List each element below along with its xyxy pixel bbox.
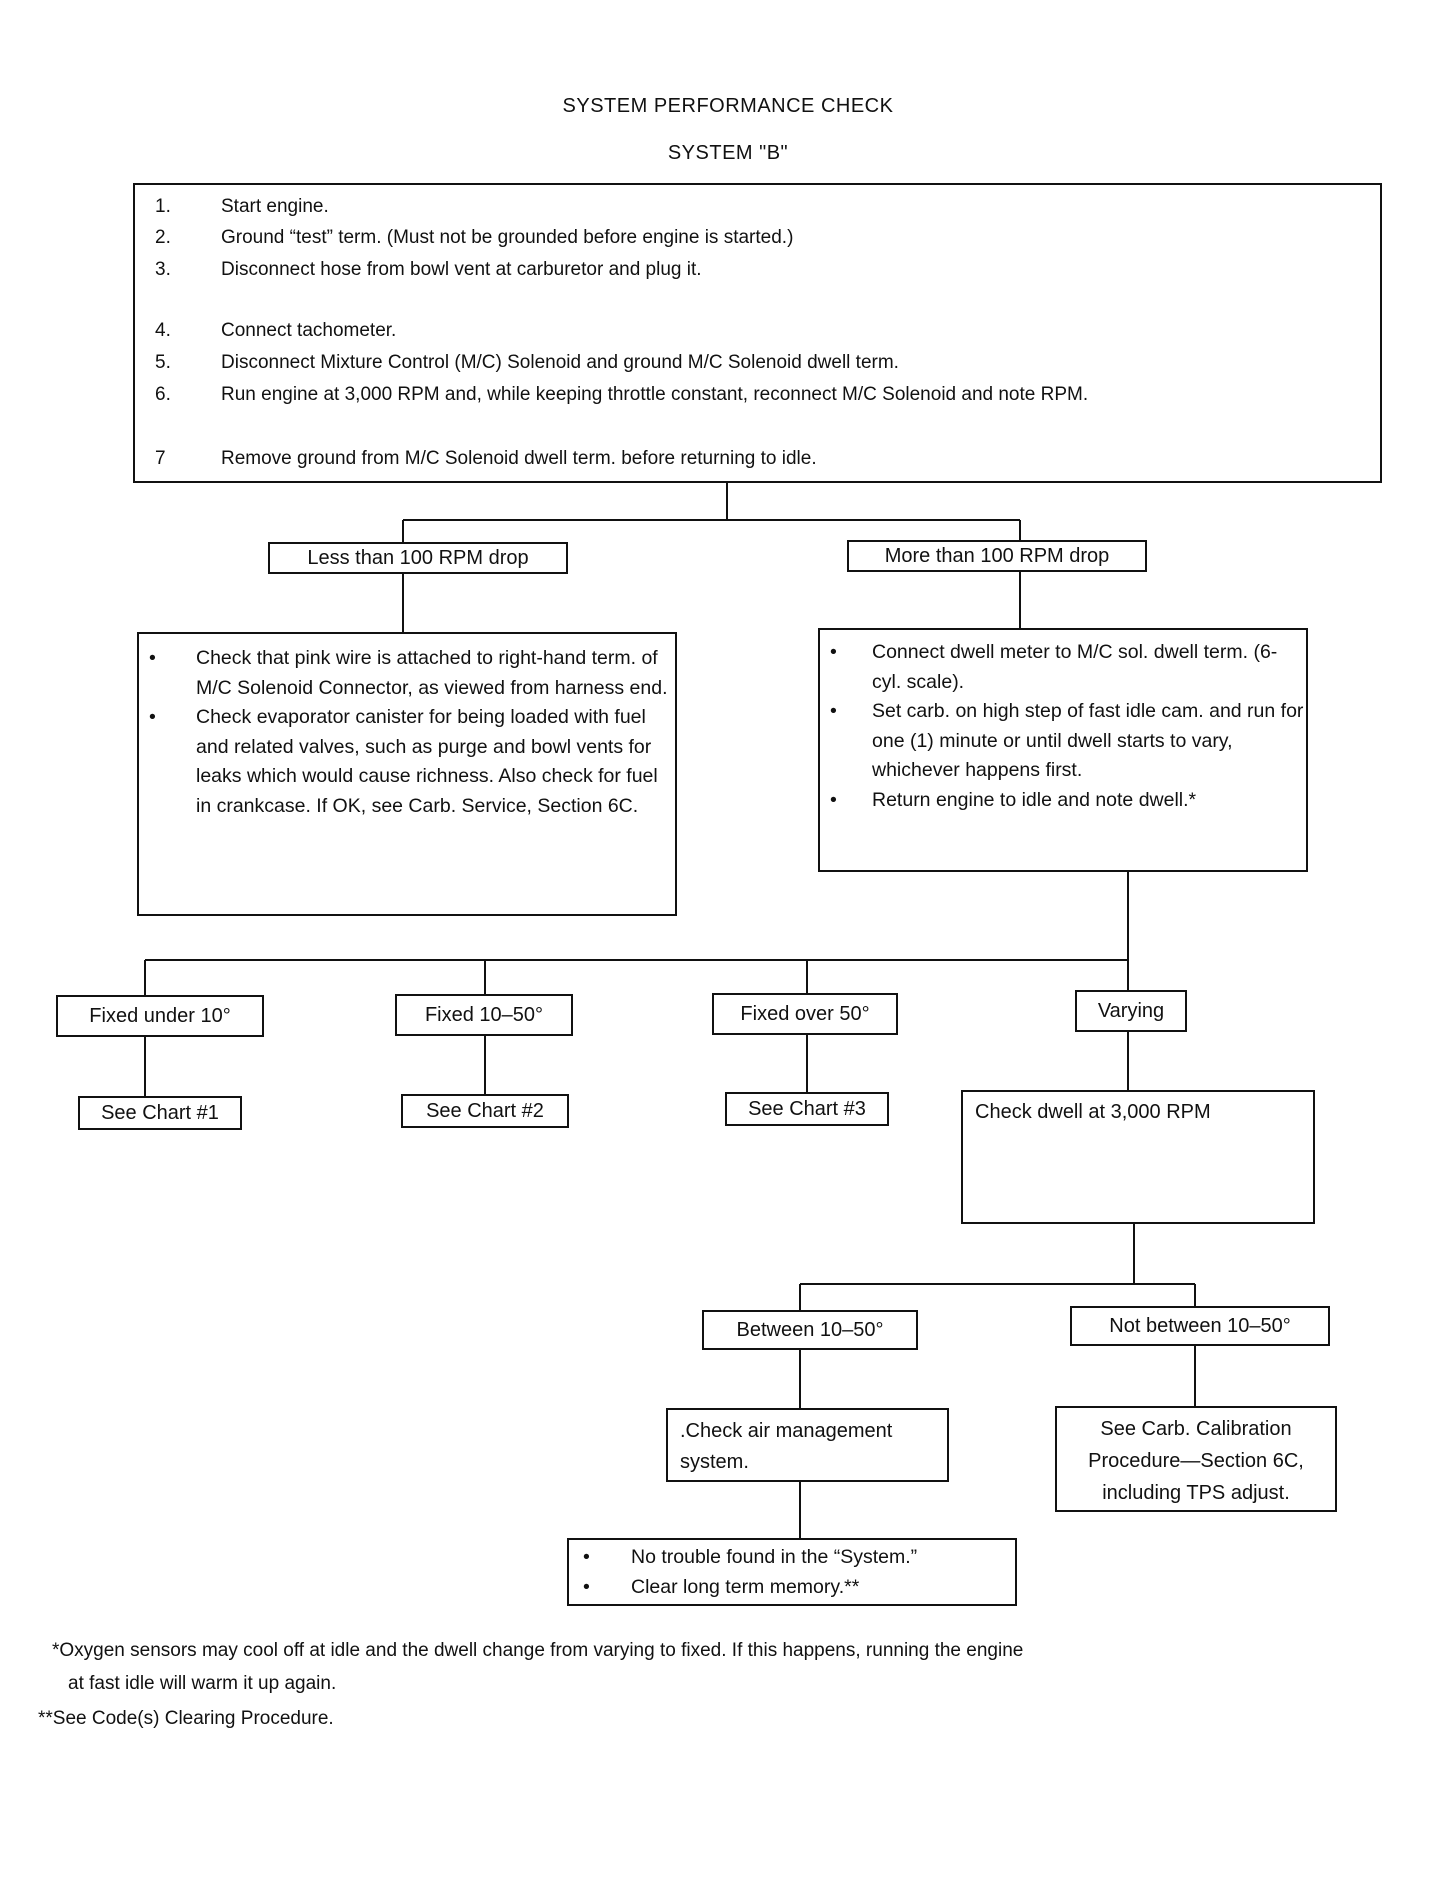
less-than-100-rpm-drop: Less than 100 RPM drop [268,542,568,574]
step-1: 1.Start engine. [155,196,329,217]
check-dwell-3000-rpm-label: Check dwell at 3,000 RPM [975,1101,1211,1123]
list-item: •Check evaporator canister for being loa… [149,706,658,817]
step-3: 3.Disconnect hose from bowl vent at carb… [155,259,702,280]
carb-calibration-box: See Carb. Calibration Procedure—Section … [1055,1406,1337,1512]
footnote-oxygen-sensors-cont: at fast idle will warm it up again. [68,1673,337,1694]
varying-box: Varying [1075,990,1187,1032]
list-item: •Check that pink wire is attached to rig… [149,647,668,699]
see-chart-2: See Chart #2 [401,1094,569,1128]
step-5: 5.Disconnect Mixture Control (M/C) Solen… [155,352,899,373]
fixed-10-50-box: Fixed 10–50° [395,994,573,1036]
list-item: •No trouble found in the “System.” [583,1546,918,1568]
step-4: 4.Connect tachometer. [155,320,397,341]
between-10-50-box: Between 10–50° [702,1310,918,1350]
initial-steps-box: 1.Start engine. 2.Ground “test” term. (M… [133,183,1382,483]
list-item: •Clear long term memory.** [583,1575,860,1598]
check-dwell-3000-rpm-box: Check dwell at 3,000 RPM [961,1090,1315,1224]
more-than-100-rpm-drop: More than 100 RPM drop [847,540,1147,572]
footnote-code-clearing: **See Code(s) Clearing Procedure. [38,1708,334,1729]
see-chart-1: See Chart #1 [78,1096,242,1130]
check-air-management-box: .Check air management system. [666,1408,949,1482]
step-2: 2.Ground “test” term. (Must not be groun… [155,227,794,248]
footnote-oxygen-sensors: *Oxygen sensors may cool off at idle and… [52,1640,1024,1661]
more-drop-instructions: •Connect dwell meter to M/C sol. dwell t… [818,628,1308,872]
carb-calibration-label: See Carb. Calibration Procedure—Section … [1088,1418,1304,1504]
step-6: 6.Run engine at 3,000 RPM and, while kee… [155,384,1089,405]
not-between-10-50-box: Not between 10–50° [1070,1306,1330,1346]
list-item: •Set carb. on high step of fast idle cam… [830,700,1304,781]
see-chart-3: See Chart #3 [725,1092,889,1126]
no-trouble-found-box: •No trouble found in the “System.” •Clea… [567,1538,1017,1606]
fixed-under-10-box: Fixed under 10° [56,995,264,1037]
check-air-management-label: .Check air management system. [680,1420,893,1473]
list-item: •Connect dwell meter to M/C sol. dwell t… [830,641,1278,693]
less-drop-instructions: •Check that pink wire is attached to rig… [137,632,677,916]
fixed-over-50-box: Fixed over 50° [712,993,898,1035]
list-item: •Return engine to idle and note dwell.* [830,788,1197,811]
page-subtitle: SYSTEM "B" [667,142,789,164]
page-title: SYSTEM PERFORMANCE CHECK [562,95,894,117]
